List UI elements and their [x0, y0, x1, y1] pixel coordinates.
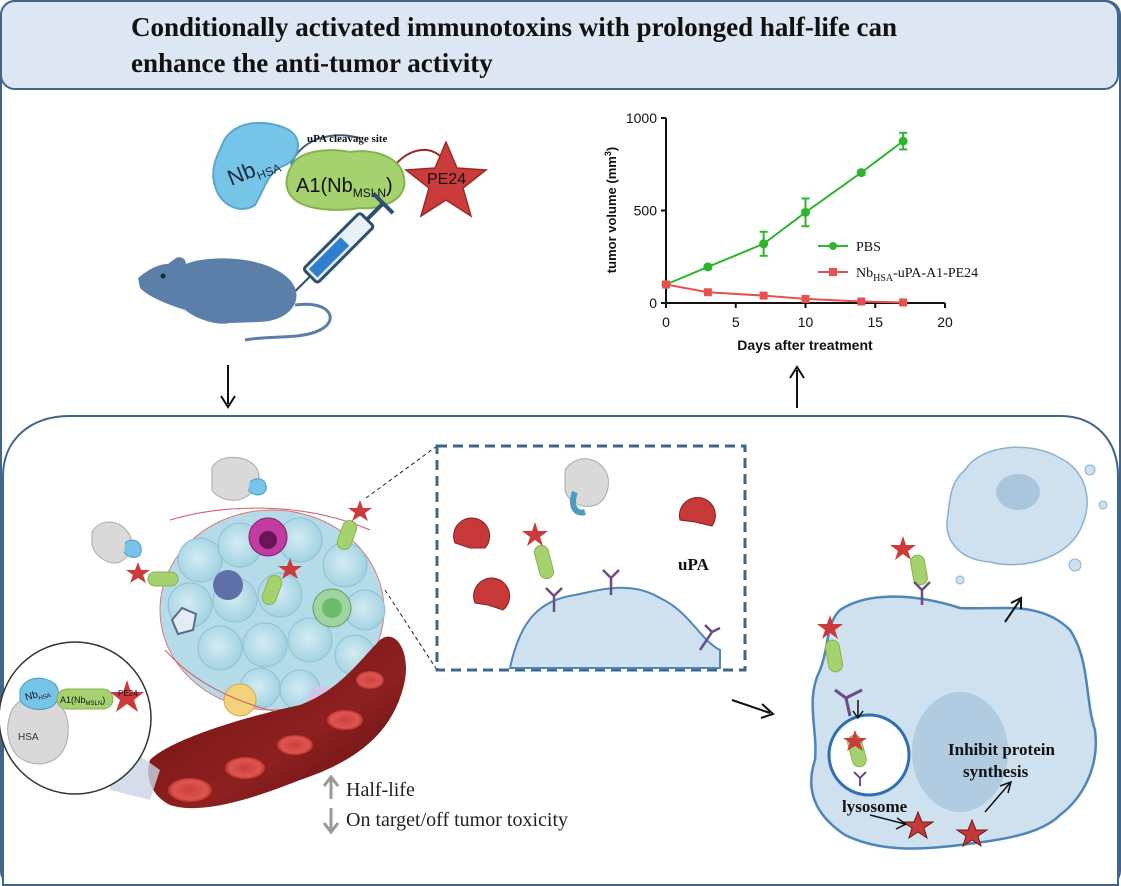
inhibit-protein-line-1: Inhibit protein — [948, 740, 1055, 759]
y-tick-label: 500 — [634, 203, 658, 219]
x-tick-label: 5 — [732, 314, 740, 330]
x-tick-label: 20 — [937, 314, 953, 330]
data-point-pbs — [898, 136, 908, 146]
legend-label-pbs: PBS — [856, 240, 881, 255]
upa-enzyme-icon — [453, 517, 491, 549]
legend-marker-immunotoxin — [829, 268, 837, 276]
lysosome-label: lysosome — [842, 797, 908, 816]
inhibit-protein-line-2: synthesis — [963, 762, 1029, 781]
arrow-up-right-icon — [1004, 596, 1022, 623]
pe24-star — [403, 140, 489, 218]
data-point-immunotoxin — [801, 294, 810, 303]
upa-label: uPA — [678, 555, 710, 574]
x-tick-label: 15 — [867, 314, 883, 330]
inset-hsa-label: HSA — [18, 732, 39, 743]
data-point-pbs — [801, 207, 810, 217]
tumor-volume-chart: 0 5 10 15 20 0 500 1000 Days after treatment t… — [603, 110, 978, 353]
a1-label: A1(NbMSLN) — [296, 175, 393, 200]
arrow-down-icon — [220, 365, 236, 409]
title-line-1: Conditionally activated immunotoxins wit… — [131, 12, 897, 42]
data-point-immunotoxin — [662, 280, 670, 289]
arrow-up-icon — [789, 365, 805, 408]
free-immunotoxin — [126, 500, 372, 606]
tumor-mass — [159, 507, 386, 721]
series-line-1 — [665, 283, 904, 304]
syringe-icon — [284, 191, 395, 302]
x-tick-label: 10 — [798, 314, 814, 330]
pe24-label: PE24 — [427, 171, 466, 188]
zoom-content: uPA — [453, 458, 721, 669]
series-line-0 — [665, 140, 904, 286]
data-point-pbs — [759, 239, 769, 249]
inset-construct: HSA NbHSA A1(NbMSLN) PE24 — [7, 677, 144, 765]
chart-legend: PBS NbHSA-uPA-A1-PE24 — [818, 240, 978, 284]
upa-enzyme-icon-3 — [678, 497, 716, 527]
data-point-immunotoxin — [759, 291, 768, 300]
x-axis-label: Days after treatment — [737, 337, 873, 353]
data-point-pbs — [856, 168, 866, 178]
half-life-label: Half-life — [346, 779, 415, 801]
legend-label-immunotoxin: NbHSA-uPA-A1-PE24 — [856, 266, 978, 284]
inset-pe24-label: PE24 — [118, 689, 138, 698]
y-tick-label: 1000 — [626, 110, 657, 126]
toxicity-label: On target/off tumor toxicity — [346, 809, 568, 831]
header-band — [0, 0, 1119, 90]
mouse-icon — [138, 257, 332, 342]
x-tick-label: 0 — [662, 314, 670, 330]
inset-nb-hsa-label: NbHSA — [24, 686, 52, 705]
arrow-down-gray-icon — [322, 808, 340, 835]
hsa-complex-free — [91, 456, 267, 564]
title-line-2: enhance the anti-tumor activity — [131, 48, 493, 78]
cleavage-site-label: uPA cleavage site — [307, 133, 388, 145]
blood-vessel — [148, 636, 406, 809]
data-point-immunotoxin — [703, 288, 712, 297]
lysosome — [827, 713, 911, 797]
y-axis-label: tumor volume (mm3) — [603, 147, 619, 273]
effects-legend: Half-life On target/off tumor toxicity — [322, 774, 568, 835]
target-cell: Inhibit protein synthesis lysosome — [810, 536, 1098, 850]
legend-marker-pbs — [829, 242, 837, 250]
arrow-right-icon — [731, 699, 775, 719]
data-point-immunotoxin — [857, 297, 866, 306]
nb-hsa-domain — [212, 121, 299, 210]
data-point-pbs — [703, 262, 713, 272]
arrow-up-gray-icon — [322, 774, 340, 799]
upa-enzyme-icon-2 — [473, 577, 511, 611]
inset-a1-label: A1(NbMSLN) — [60, 695, 105, 707]
y-tick-label: 0 — [649, 295, 657, 311]
data-point-immunotoxin — [899, 298, 908, 307]
apoptotic-cell — [946, 446, 1108, 585]
nucleus — [912, 692, 1008, 812]
